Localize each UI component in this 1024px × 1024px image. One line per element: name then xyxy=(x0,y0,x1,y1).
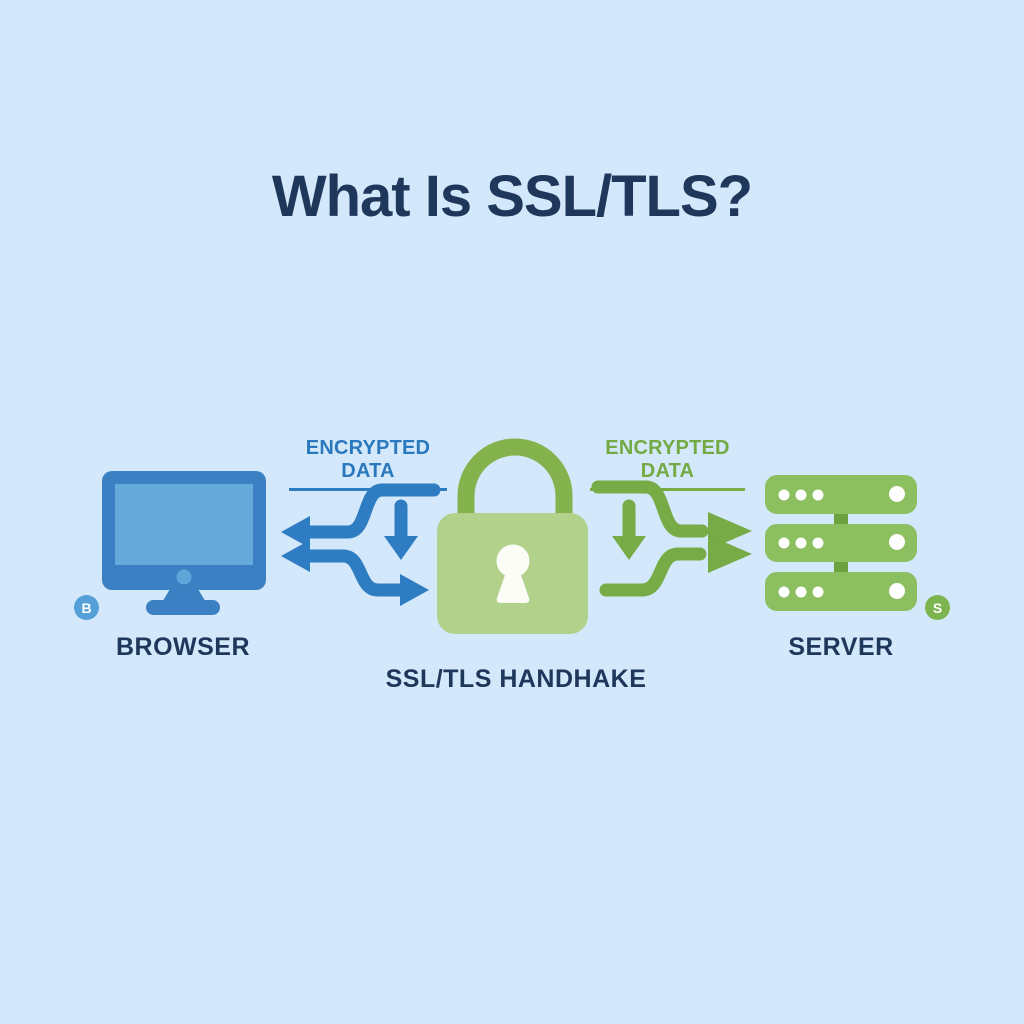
encrypted-data-label-left: ENCRYPTED DATA xyxy=(289,437,447,491)
server-rack-icon xyxy=(765,475,917,611)
encrypted-data-label-right: ENCRYPTED DATA xyxy=(590,437,745,491)
server-label: SERVER xyxy=(788,633,894,661)
padlock-icon xyxy=(437,438,588,634)
browser-label: BROWSER xyxy=(115,633,251,661)
monitor-icon xyxy=(102,471,266,615)
browser-badge: B xyxy=(74,595,99,620)
encrypted-flow-right-arrows xyxy=(591,480,752,597)
keyhole-icon xyxy=(496,544,530,578)
diagram-title: What Is SSL/TLS? xyxy=(271,164,753,229)
handshake-label: SSL/TLS HANDHAKE xyxy=(385,665,647,693)
server-badge: S xyxy=(925,595,950,620)
encrypted-flow-left-arrows xyxy=(281,483,440,606)
